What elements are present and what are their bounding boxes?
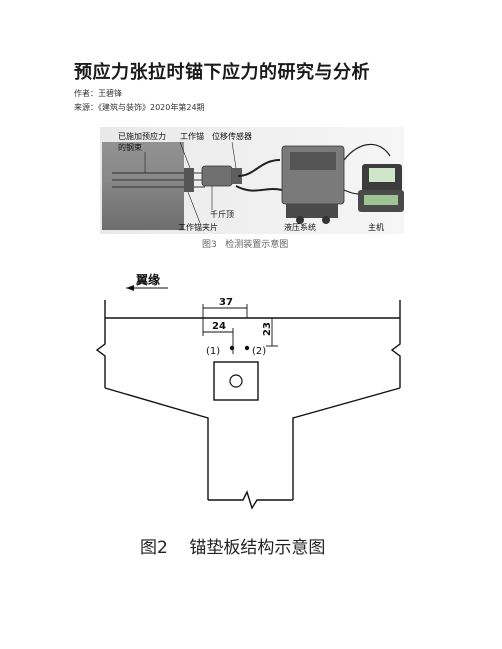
source-line: 来源：《建筑与装饰》2020年第24期 xyxy=(74,103,205,112)
label-clip: 工作锚夹片 xyxy=(178,222,218,232)
flange-bottom-right xyxy=(292,387,401,500)
measure-point-1 xyxy=(229,345,235,351)
figure-2-anchor-plate xyxy=(95,285,401,510)
jack-cylinder xyxy=(201,165,233,187)
label-tendon-line2: 的钢束 xyxy=(118,142,142,152)
web-bottom-break xyxy=(208,490,293,510)
article-title: 预应力张拉时锚下应力的研究与分析 xyxy=(74,62,370,83)
measure-point-2 xyxy=(244,345,250,351)
figure-3-caption: 图3 检测装置示意图 xyxy=(202,238,288,250)
label-work-anchor: 工作锚 xyxy=(180,131,204,141)
flange-label: 翼缘 xyxy=(135,272,160,287)
label-jack: 千斤顶 xyxy=(210,209,234,219)
anchor-hole xyxy=(229,374,243,388)
dimension-37: 37 xyxy=(219,297,233,308)
flange-arrow-head xyxy=(126,285,134,291)
anchor-plate-square xyxy=(213,361,259,401)
work-anchor xyxy=(184,168,194,192)
author-line: 作者：王碧锋 xyxy=(74,89,122,98)
hydraulic-pump xyxy=(281,145,345,224)
displacement-sensor xyxy=(232,168,242,184)
host-instrument xyxy=(358,164,404,212)
point-label-2: (2) xyxy=(252,346,266,357)
left-edge-break xyxy=(95,300,106,388)
dimension-23: 23 xyxy=(262,322,273,336)
figure-2-caption: 图2 锚垫板结构示意图 xyxy=(140,538,325,558)
label-displacement-sensor: 位移传感器 xyxy=(212,131,252,141)
label-host: 主机 xyxy=(368,222,384,232)
figure-3-detection-device xyxy=(100,127,404,234)
right-edge-break xyxy=(390,300,401,388)
label-tendon-line1: 已施加预应力 xyxy=(118,131,166,141)
dimension-24: 24 xyxy=(212,321,226,332)
point-label-1: (1) xyxy=(206,346,220,357)
label-hydraulic: 液压系统 xyxy=(284,222,316,232)
flange-bottom-left xyxy=(104,387,209,500)
